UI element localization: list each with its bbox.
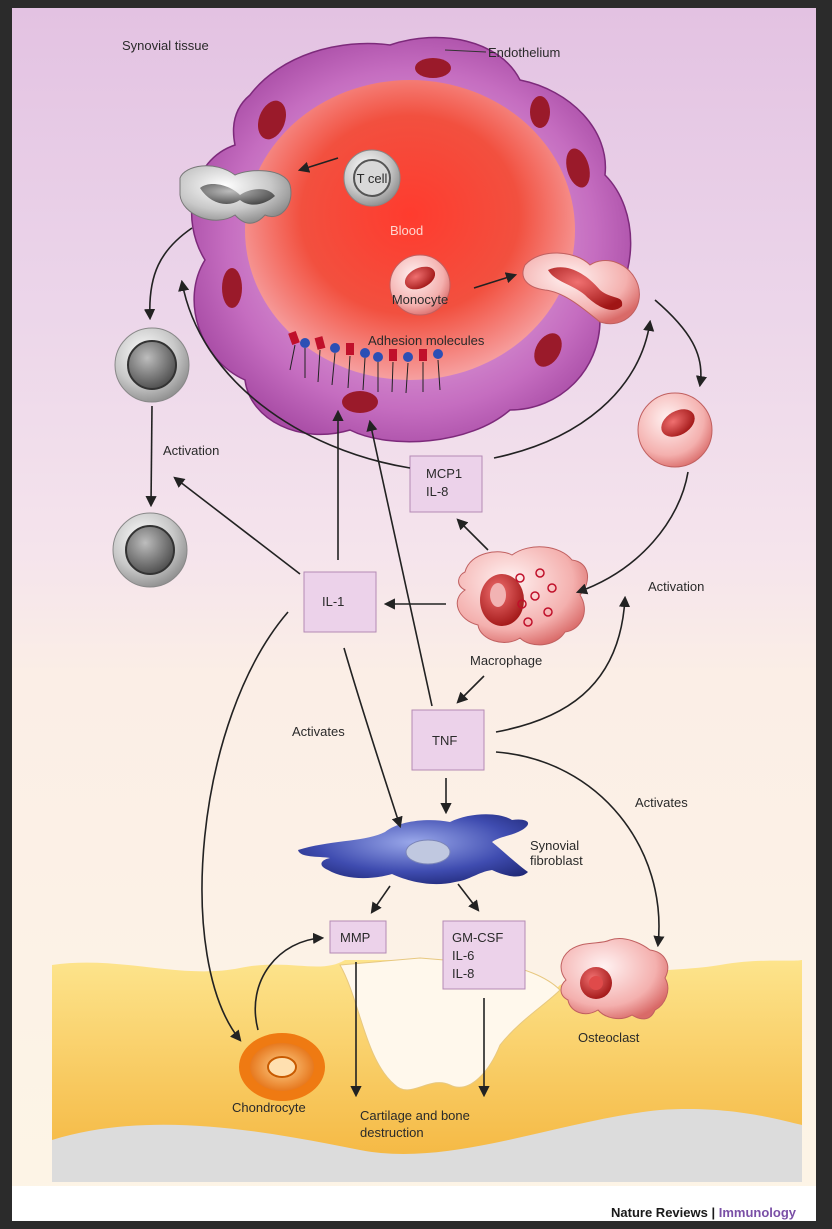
credit-line: Nature Reviews | Immunology [611,1205,797,1220]
mmp-label: MMP [340,930,370,945]
blood-vessel [192,38,631,442]
osteoclast-label: Osteoclast [578,1030,640,1045]
migrating-t-cell [180,166,291,223]
monocyte-in-blood: Monocyte [390,255,450,315]
t-cell-lower [113,513,187,587]
activates-right-label: Activates [635,795,688,810]
monocyte-label: Monocyte [392,292,448,307]
left-dark-border [0,0,12,1229]
synovial-fibroblast-label-2: fibroblast [530,853,583,868]
macrophage-label: Macrophage [470,653,542,668]
t-cell-in-blood: T cell [344,150,400,206]
osteoclast-cell [561,939,668,1019]
monocyte-in-tissue [638,393,712,467]
mcp1-label: MCP1 [426,466,462,481]
il8-label: IL-8 [426,484,448,499]
t-cell-label: T cell [357,171,388,186]
il1-label: IL-1 [322,594,344,609]
destruction-label-2: destruction [360,1125,424,1140]
endothelial-nucleus [530,96,550,128]
destruction-label-1: Cartilage and bone [360,1108,470,1123]
synovial-fibroblast-label-1: Synovial [530,838,579,853]
chondrocyte-label: Chondrocyte [232,1100,306,1115]
endothelial-nucleus [222,268,242,308]
activation-left-label: Activation [163,443,219,458]
activates-left-label: Activates [292,724,345,739]
t-cell-upper [115,328,189,402]
endothelial-nucleus [415,58,451,78]
chondrocyte-cell [239,1033,325,1101]
adhesion-molecules-label: Adhesion molecules [368,333,485,348]
credit-section: Immunology [719,1205,797,1220]
gmcsf-label: GM-CSF [452,930,503,945]
activation-right-label: Activation [648,579,704,594]
il8-lower-label: IL-8 [452,966,474,981]
arrow-tcell-activation [151,406,152,505]
credit-journal: Nature Reviews [611,1205,708,1220]
endothelial-nucleus [342,391,378,413]
credit-separator: | [708,1205,719,1220]
endothelium-label: Endothelium [488,45,560,60]
tnf-label: TNF [432,733,457,748]
blood-label: Blood [390,223,423,238]
synovial-tissue-label: Synovial tissue [122,38,209,53]
il6-label: IL-6 [452,948,474,963]
